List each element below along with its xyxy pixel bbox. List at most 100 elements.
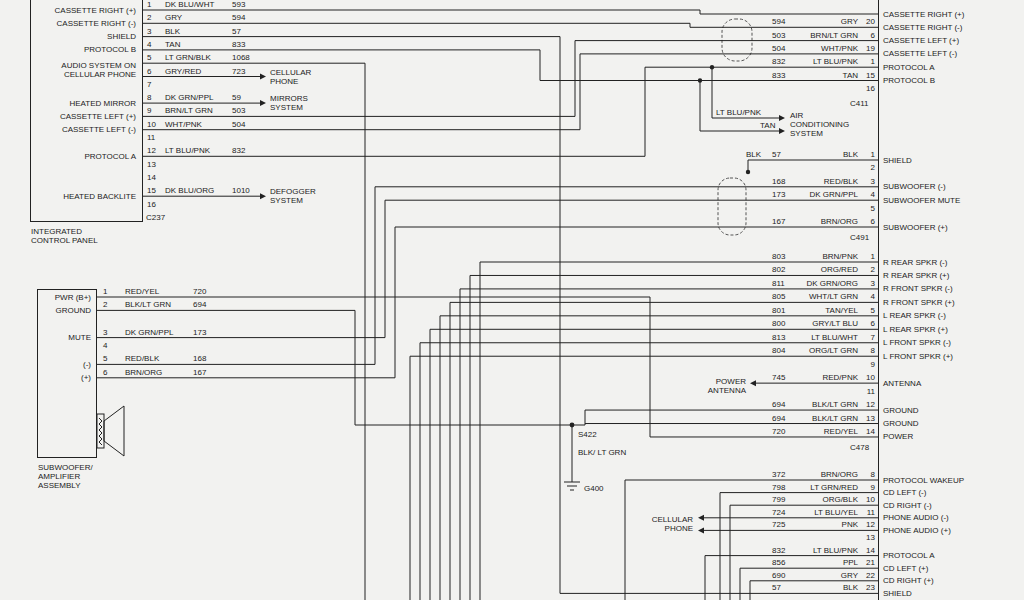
arrowhead xyxy=(260,74,266,80)
wire-color: LT GRN/RED xyxy=(810,483,858,492)
pin-name: (-) xyxy=(83,360,91,369)
pin-number: 2 xyxy=(103,300,107,309)
wire xyxy=(748,160,878,171)
wire-color: WHT/PNK xyxy=(165,120,202,129)
speaker-symbol xyxy=(99,418,102,445)
circuit-number: 723 xyxy=(232,67,245,76)
circuit-number: 168 xyxy=(772,177,785,186)
speaker-symbol xyxy=(97,406,124,456)
pin-number: 4 xyxy=(103,341,107,350)
circuit-number: 832 xyxy=(772,57,785,66)
connector-id: C478 xyxy=(850,443,869,452)
wire-color: RED/BLK xyxy=(125,354,159,363)
wire xyxy=(704,530,878,531)
control-panel: CASSETTE RIGHT (+)CASSETTE RIGHT (-)SHIE… xyxy=(30,0,143,222)
wire xyxy=(420,343,878,600)
wire xyxy=(143,54,878,130)
pin-name: CASSETTE RIGHT (+) xyxy=(55,6,136,15)
ground-symbol xyxy=(570,490,574,491)
wire-color: DK GRN/PPL xyxy=(810,190,858,199)
pin-number: 2 xyxy=(147,13,151,22)
circuit-number: 694 xyxy=(193,300,206,309)
wire-color: LT GRN/BLK xyxy=(165,53,211,62)
circuit-number: 372 xyxy=(772,470,785,479)
connector-id: C237 xyxy=(146,213,165,222)
wire xyxy=(572,425,573,482)
circuit-number: 504 xyxy=(232,120,245,129)
wire xyxy=(460,289,878,600)
wire xyxy=(430,329,878,600)
pin-number: 11 xyxy=(867,508,875,517)
pin-number: 12 xyxy=(866,400,875,409)
arrowhead xyxy=(260,193,266,199)
pin-name: CASSETTE LEFT (-) xyxy=(883,49,957,58)
pin-name: L FRONT SPKR (-) xyxy=(883,338,951,347)
wire xyxy=(704,517,878,518)
wire-color: ORG/RED xyxy=(821,265,858,274)
pin-number: 3 xyxy=(103,328,107,337)
wire-color: ORG/LT GRN xyxy=(809,346,858,355)
pin-name: CASSETTE LEFT (-) xyxy=(62,125,136,134)
wire-color: LT BLU/PNK xyxy=(716,108,761,117)
pin-number: 21 xyxy=(866,558,875,567)
wire-color: BLK/LT GRN xyxy=(125,300,171,309)
pin-number: 13 xyxy=(866,533,875,542)
wire xyxy=(480,262,878,600)
pin-name: R REAR SPKR (+) xyxy=(883,271,949,280)
pin-number: 23 xyxy=(866,583,875,592)
wire xyxy=(712,67,779,118)
circuit-number: 803 xyxy=(772,252,785,261)
pin-name: HEATED BACKLITE xyxy=(63,192,136,201)
wire-color: RED/YEL xyxy=(125,287,159,296)
pin-number: 9 xyxy=(871,483,875,492)
pin-name: R REAR SPKR (-) xyxy=(883,258,947,267)
pin-number: 12 xyxy=(147,146,156,155)
destination-label: MIRRORS SYSTEM xyxy=(270,94,314,112)
pin-name: HEATED MIRROR xyxy=(69,99,136,108)
pin-name: CD RIGHT (+) xyxy=(883,576,934,585)
circuit-number: 720 xyxy=(772,427,785,436)
wire xyxy=(625,480,878,600)
wire-color: BRN/LT GRN xyxy=(810,31,858,40)
destination-label: CELLULAR PHONE xyxy=(270,68,320,86)
speaker-symbol xyxy=(104,406,124,456)
component-name: INTEGRATED CONTROL PANEL xyxy=(31,227,111,245)
circuit-number: 594 xyxy=(772,17,785,26)
wire xyxy=(97,187,878,365)
arrowhead xyxy=(750,380,756,386)
component-name: SUBWOOFER/ AMPLIFIER ASSEMBLY xyxy=(38,463,98,490)
circuit-number: 798 xyxy=(772,483,785,492)
circuit-number: 1068 xyxy=(232,53,250,62)
arrowhead xyxy=(698,527,704,533)
wire-color: DK BLU/ORG xyxy=(165,186,214,195)
pin-name: CASSETTE RIGHT (-) xyxy=(883,23,962,32)
circuit-number: 57 xyxy=(232,27,241,36)
ground-symbol xyxy=(564,482,580,490)
wire-color: GRY/RED xyxy=(165,67,201,76)
pin-name: PROTOCOL A xyxy=(883,63,935,72)
pin-name: SHIELD xyxy=(883,156,912,165)
circuit-number: 805 xyxy=(772,292,785,301)
wire-color: BRN/ORG xyxy=(821,217,858,226)
pin-number: 11 xyxy=(867,387,875,396)
pin-name: PROTOCOL B xyxy=(84,45,136,54)
wire-color: GRY xyxy=(841,571,858,580)
wire xyxy=(143,63,365,600)
pin-name: MUTE xyxy=(68,333,91,342)
pin-name: SHIELD xyxy=(107,32,136,41)
pin-number: 6 xyxy=(871,217,875,226)
pin-name: CASSETTE LEFT (+) xyxy=(883,36,959,45)
pin-number: 8 xyxy=(147,93,151,102)
wire-color: BRN/ORG xyxy=(125,368,162,377)
wire-color: BRN/PNK xyxy=(822,252,858,261)
pin-number: 10 xyxy=(147,120,156,129)
arrowhead xyxy=(260,74,785,534)
amplifier-box: PWR (B+)GROUNDMUTE(-)(+)SUBWOOFER/ AMPLI… xyxy=(37,289,97,458)
destination-label: CELLULAR PHONE xyxy=(643,515,693,533)
pin-name: CASSETTE RIGHT (+) xyxy=(883,10,964,19)
connector-id: C411 xyxy=(850,99,869,108)
wire xyxy=(143,76,260,77)
pin-number: 3 xyxy=(871,279,875,288)
pin-name: CD LEFT (+) xyxy=(883,564,928,573)
pin-number: 6 xyxy=(103,368,107,377)
